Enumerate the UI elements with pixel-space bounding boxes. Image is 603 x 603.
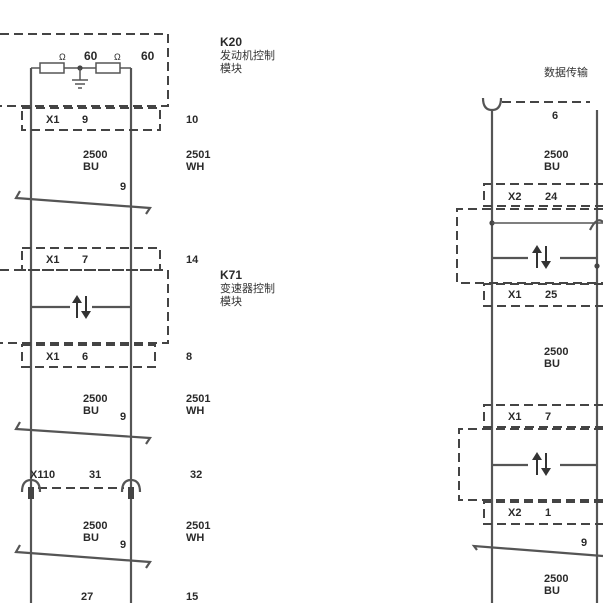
connector-x1-9-pin: 9 xyxy=(82,114,88,126)
k20-code: K20 xyxy=(220,35,242,49)
connector-x1-6 xyxy=(21,344,156,368)
connector-x2-24-name: X2 xyxy=(508,191,521,203)
right-wire1-color: BU xyxy=(544,161,560,173)
twisted-pair-marker-1 xyxy=(14,190,152,215)
connector-x110-31 xyxy=(20,478,142,499)
wire3-color: BU xyxy=(83,532,99,544)
right-wire2-code: 2500 xyxy=(544,346,568,358)
bottom-left-num: 27 xyxy=(81,591,93,603)
resistor-ohm-symbol-2: Ω xyxy=(114,52,121,62)
connector-x1-7 xyxy=(21,247,161,271)
k20-name-line2: 模块 xyxy=(220,62,242,75)
k71-code: K71 xyxy=(220,268,242,282)
resistor-ohm-symbol-1: Ω xyxy=(59,52,66,62)
wire1-color: BU xyxy=(83,161,99,173)
twisted-pair-marker-2 xyxy=(14,421,152,445)
data-transfer-title: 数据传输 xyxy=(544,65,588,79)
right-wire3-code: 2500 xyxy=(544,573,568,585)
right-module-box-lower xyxy=(458,428,603,501)
wire1-right-code: 2501 xyxy=(186,149,210,161)
wire2-twist-num: 9 xyxy=(120,411,126,423)
connector-x1-7-pin: 7 xyxy=(82,254,88,266)
bottom-right-num: 15 xyxy=(186,591,198,603)
k71-module-box xyxy=(0,269,169,344)
bidirectional-arrows-icon xyxy=(532,452,551,476)
wire3-right-code: 2501 xyxy=(186,520,210,532)
right-top-pin: 6 xyxy=(552,110,558,122)
wire1-right-color: WH xyxy=(186,161,204,173)
connector-x1-25 xyxy=(483,283,603,307)
connector-x1-7r-pin: 7 xyxy=(545,411,551,423)
connector-x1-9 xyxy=(21,107,161,131)
connector-x2-24-pin: 24 xyxy=(545,191,558,203)
connector-x1-25-pin: 25 xyxy=(545,289,557,301)
resistor-value-1: 60 xyxy=(84,49,98,63)
bidirectional-arrows-icon xyxy=(532,245,551,269)
connector-x1-7r-name: X1 xyxy=(508,411,521,423)
wire3-twist-num: 9 xyxy=(120,539,126,551)
wire2-code: 2500 xyxy=(83,393,107,405)
wire1-twist-num: 9 xyxy=(120,181,126,193)
right-wire1-code: 2500 xyxy=(544,149,568,161)
wire3-code: 2500 xyxy=(83,520,107,532)
wire2-color: BU xyxy=(83,405,99,417)
k71-name-line1: 变速器控制 xyxy=(220,281,275,295)
wire1-code: 2500 xyxy=(83,149,107,161)
right-wire2-color: BU xyxy=(544,358,560,370)
wire2-right-code: 2501 xyxy=(186,393,210,405)
connector-x1-6-right-num: 8 xyxy=(186,351,192,363)
connector-x2-1-pin: 1 xyxy=(545,507,551,519)
connector-x1-25-name: X1 xyxy=(508,289,521,301)
connector-x2-1 xyxy=(483,501,603,525)
connector-x110-right-num: 32 xyxy=(190,469,202,481)
right-module-box-upper xyxy=(456,208,603,284)
termination-resistors xyxy=(31,62,131,89)
connector-x1-9-right-num: 10 xyxy=(186,114,198,126)
connector-x1-6-name: X1 xyxy=(46,351,59,363)
connector-x110-pin: 31 xyxy=(89,469,101,481)
connector-x1-7-name: X1 xyxy=(46,254,59,266)
connector-x110-name: X110 xyxy=(30,469,55,481)
twisted-pair-marker-3 xyxy=(14,544,152,569)
twisted-pair-marker-right xyxy=(471,544,603,558)
connector-x1-9-name: X1 xyxy=(46,114,59,126)
connector-x1-6-pin: 6 xyxy=(82,351,88,363)
connector-x2-1-name: X2 xyxy=(508,507,521,519)
connector-x1-7-right xyxy=(483,404,603,428)
k20-name-line1: 发动机控制 xyxy=(220,48,275,62)
k71-name-line2: 模块 xyxy=(220,295,242,308)
resistor-value-2: 60 xyxy=(141,49,155,63)
wire2-right-color: WH xyxy=(186,405,204,417)
wire3-right-color: WH xyxy=(186,532,204,544)
k20-module-box xyxy=(0,33,169,107)
right-wire3-color: BU xyxy=(544,585,560,597)
connector-top-splice xyxy=(481,97,590,112)
connector-x1-7-right-num: 14 xyxy=(186,254,199,266)
connector-x2-24 xyxy=(483,183,603,207)
right-twist-num: 9 xyxy=(581,537,587,549)
bidirectional-arrows-icon xyxy=(72,295,91,319)
